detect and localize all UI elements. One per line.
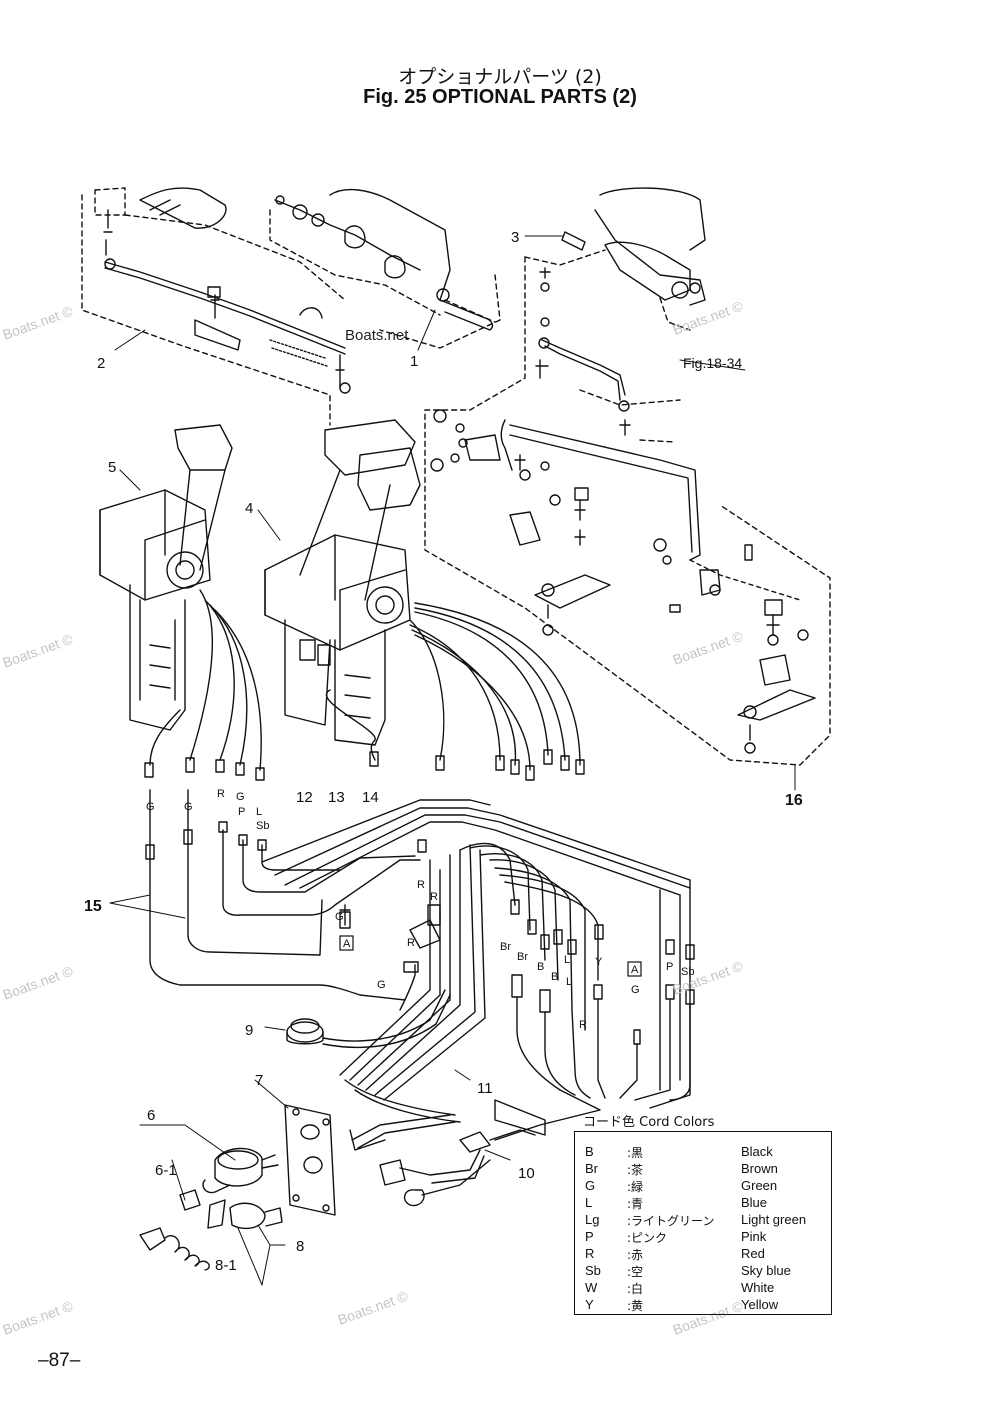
callout-1: 1: [410, 353, 418, 370]
callout-16: 16: [785, 792, 803, 809]
svg-text:P: P: [238, 806, 245, 818]
remote-control-box-single: [99, 424, 233, 731]
control-box-wire-leads: [144, 589, 585, 781]
svg-text:A: A: [343, 938, 351, 950]
title-japanese: オプショナルパーツ (2): [398, 66, 602, 88]
switch-panel-assembly: [139, 1104, 386, 1271]
callout-14: 14: [362, 789, 379, 806]
svg-text:Boats.net ©: Boats.net ©: [671, 627, 746, 667]
callout-10: 10: [518, 1165, 535, 1182]
svg-text:R: R: [407, 937, 415, 949]
svg-text:R: R: [417, 879, 425, 891]
callout-2: 2: [97, 355, 105, 372]
callout-15: 15: [84, 898, 102, 915]
callout-11: 11: [477, 1080, 493, 1097]
callout-5: 5: [108, 459, 116, 476]
leader-lines: [109, 235, 796, 1286]
callout-6-1: 6-1: [155, 1162, 177, 1179]
callout-9: 9: [245, 1022, 253, 1039]
svg-text:L: L: [256, 806, 262, 818]
svg-text:Boats.net ©: Boats.net ©: [671, 297, 746, 337]
svg-text:B: B: [551, 971, 558, 983]
callout-6: 6: [147, 1107, 155, 1124]
svg-text:G: G: [236, 791, 245, 803]
svg-text:Boats.net ©: Boats.net ©: [1, 962, 76, 1002]
svg-text:Br: Br: [500, 941, 511, 953]
remote-control-box-dual: [264, 419, 421, 746]
wire-color-codes: G G R G P L Sb R R G R G Br Br B B L L Y…: [146, 788, 694, 1031]
svg-text:Boats.net ©: Boats.net ©: [1, 1297, 76, 1337]
svg-text:A: A: [631, 964, 639, 976]
svg-text:G: G: [631, 984, 640, 996]
svg-text:P: P: [666, 961, 673, 973]
svg-text:R: R: [430, 891, 438, 903]
connector-markers: A A: [339, 935, 642, 977]
remote-cable-assembly: [81, 187, 501, 426]
svg-text:L: L: [564, 954, 570, 966]
callout-12: 12: [296, 789, 313, 806]
center-watermark: Boats.net: [345, 327, 409, 344]
svg-text:B: B: [537, 961, 544, 973]
callout-7: 7: [255, 1072, 263, 1089]
svg-text:G: G: [335, 911, 344, 923]
buzzer: [286, 989, 451, 1049]
svg-text:G: G: [184, 801, 193, 813]
callout-8: 8: [296, 1238, 304, 1255]
callout-13: 13: [328, 789, 345, 806]
callout-3: 3: [511, 229, 519, 246]
page-number: –87–: [38, 1350, 81, 1371]
title-english: Fig. 25 OPTIONAL PARTS (2): [363, 86, 637, 108]
callout-numbers: 1 2 3 4 5 6 6-1 7 8 8-1 9 10 11 12 13 14…: [84, 229, 803, 1274]
svg-text:Boats.net ©: Boats.net ©: [1, 302, 76, 342]
svg-text:Boats.net ©: Boats.net ©: [336, 1287, 411, 1327]
svg-text:Boats.net ©: Boats.net ©: [1, 630, 76, 670]
svg-text:Br: Br: [517, 951, 528, 963]
engine-link-assembly: [424, 187, 831, 766]
svg-text:Y: Y: [595, 956, 603, 968]
callout-8-1: 8-1: [215, 1257, 237, 1274]
svg-text:R: R: [217, 788, 225, 800]
svg-text:L: L: [566, 976, 572, 988]
legend-title: コード色 Cord Colors: [583, 1115, 715, 1130]
svg-text:Sb: Sb: [256, 820, 269, 832]
extension-cord: [379, 1099, 546, 1207]
svg-text:G: G: [146, 801, 155, 813]
main-harness: [339, 839, 695, 1149]
svg-text:R: R: [579, 1019, 587, 1031]
callout-4: 4: [245, 500, 253, 517]
extension-harness: [145, 789, 691, 1101]
svg-text:Sb: Sb: [681, 966, 694, 978]
svg-text:G: G: [377, 979, 386, 991]
figure-reference: Fig.18-34: [683, 355, 742, 371]
